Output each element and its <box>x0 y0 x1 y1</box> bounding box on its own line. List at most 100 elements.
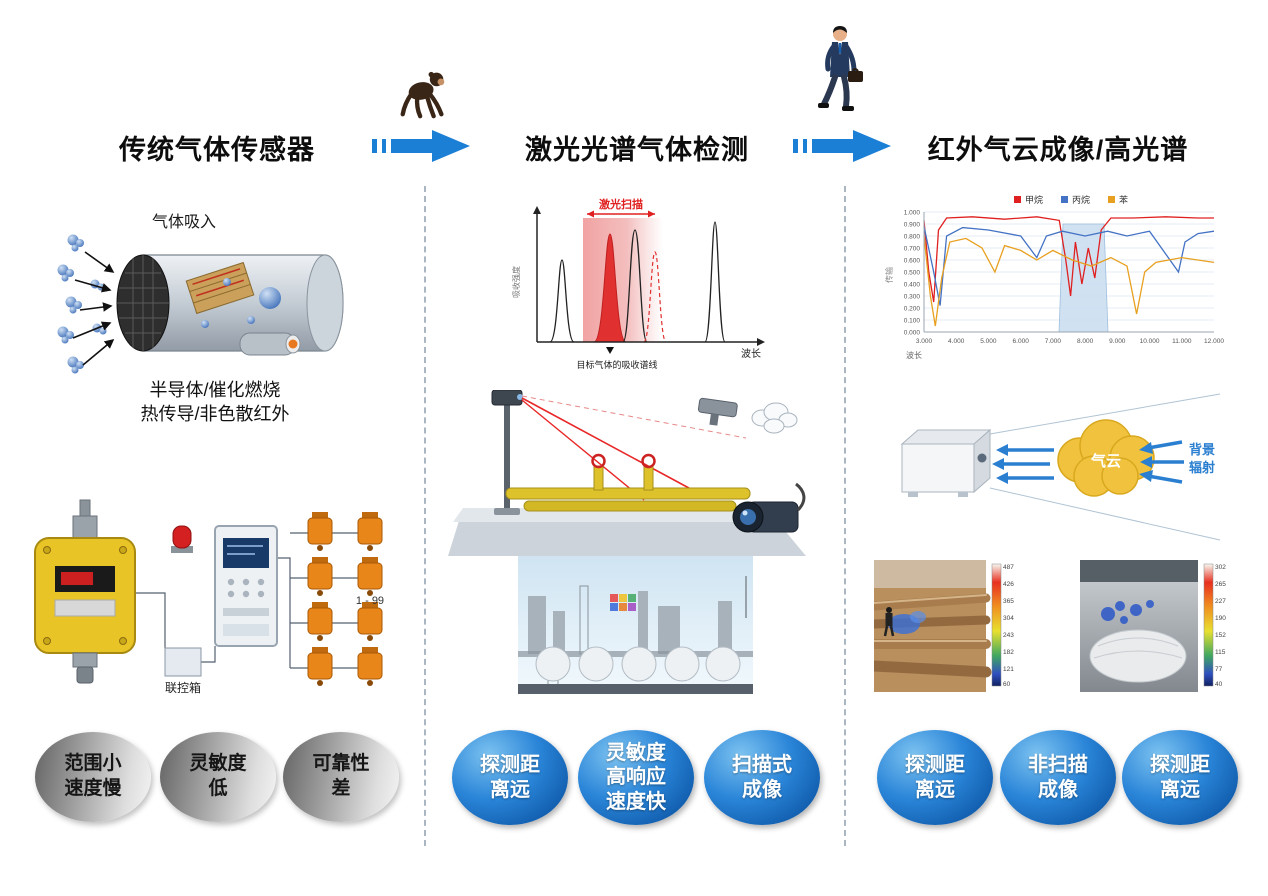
absorption-peak-3 <box>704 221 726 343</box>
laser-detection-scene <box>448 390 806 556</box>
plant-structures <box>528 576 747 655</box>
radiation-arrows-to-camera <box>992 444 1054 484</box>
fov-lines <box>989 393 1221 541</box>
businessman-icon <box>818 26 863 111</box>
column-title-infrared: 红外气云成像/高光谱 <box>927 135 1189 165</box>
laser-camera <box>732 482 806 533</box>
advantage-badge-distance-ir-2-label: 探测距 离远 <box>1150 754 1210 801</box>
limitation-badge-sensitivity: 灵敏度 低 <box>160 732 276 822</box>
spectrum-xlabel: 波长 <box>741 347 761 360</box>
sensor-mesh-grid <box>117 255 169 351</box>
spectrum-annotation: 目标气体的吸收谱线 <box>576 359 657 370</box>
thermal-image-pipes: 487 426 365 304 243 182 121 60 <box>874 560 1014 692</box>
thermal-colorbar-labels: 487 426 365 304 243 182 121 60 <box>1003 564 1014 688</box>
handheld-detector <box>697 397 798 434</box>
advantage-badge-nonscanning-label: 非扫描 成像 <box>1028 754 1088 801</box>
gas-detector-device <box>34 499 136 684</box>
gas-cloud-imaging-diagram: 气云 背景 辐射 <box>900 393 1221 541</box>
series-propane <box>923 226 1215 306</box>
worker-figure <box>883 607 895 637</box>
advantage-badge-nonscanning: 非扫描 成像 <box>1000 730 1116 825</box>
spectrum-ylabel: 吸收强度 <box>511 266 521 298</box>
limitation-badge-range-label: 范围小 速度慢 <box>64 753 122 799</box>
chart-xlabel: 波长 <box>906 350 922 360</box>
spectrum-axes <box>536 214 757 343</box>
svg-text:227: 227 <box>1215 598 1226 605</box>
svg-text:0.600: 0.600 <box>904 258 921 265</box>
svg-text:190: 190 <box>1215 615 1226 622</box>
gas-cloud-label: 气云 <box>1090 452 1121 470</box>
series-benzene <box>923 235 1215 327</box>
detector-system-illustration: 联控箱 1 - 99 <box>34 499 384 695</box>
refinery-photo <box>518 556 753 694</box>
thermal-colorbar-2 <box>1203 563 1214 687</box>
background-radiation-arrows <box>1139 440 1184 484</box>
scanned-peak-dashed <box>643 251 667 343</box>
chart-ylabel: 传输 <box>884 267 894 283</box>
advantage-badge-scanning-imaging-label: 扫描式 成像 <box>732 754 792 801</box>
svg-text:265: 265 <box>1215 581 1226 588</box>
svg-text:6.000: 6.000 <box>1013 338 1030 345</box>
svg-text:0.100: 0.100 <box>904 318 921 325</box>
limitation-badge-range: 范围小 速度慢 <box>35 732 151 822</box>
control-panel <box>214 525 278 647</box>
transmission-spectra-chart: 甲烷 丙烷 苯 1.000 0.900 0.800 0.700 0.600 0.… <box>884 194 1224 360</box>
limitation-badge-reliability-label: 可靠性 差 <box>312 753 370 799</box>
background-radiation-label-1: 背景 <box>1189 442 1215 457</box>
legend-propane: 丙烷 <box>1072 194 1090 205</box>
junction-box-label: 联控箱 <box>165 680 201 695</box>
evolution-arrow-2 <box>793 130 891 162</box>
laser-scan-arrow <box>587 210 655 218</box>
svg-text:3.000: 3.000 <box>916 338 933 345</box>
system-wiring <box>135 532 358 669</box>
svg-text:0.200: 0.200 <box>904 306 921 313</box>
laser-mast <box>491 390 523 515</box>
svg-text:304: 304 <box>1003 615 1014 622</box>
sensor-heater-element <box>239 332 301 356</box>
column-separator-1 <box>424 186 426 846</box>
sensor-chip <box>185 261 255 315</box>
svg-text:60: 60 <box>1003 681 1011 688</box>
limitation-badge-sensitivity-label: 灵敏度 低 <box>189 753 247 799</box>
thermal-colorbar <box>991 563 1002 687</box>
monkey-icon <box>400 71 445 119</box>
traditional-sensor-illustration <box>57 234 344 374</box>
svg-text:0.400: 0.400 <box>904 282 921 289</box>
color-watermark <box>610 594 636 611</box>
svg-text:12.000: 12.000 <box>1204 338 1224 345</box>
column-title-traditional: 传统气体传感器 <box>119 135 315 165</box>
advantage-badge-distance-laser: 探测距 离远 <box>452 730 568 825</box>
alarm-lamp <box>171 525 193 553</box>
chart-yticks: 1.000 0.900 0.800 0.700 0.600 0.500 0.40… <box>904 210 921 337</box>
advantage-badge-distance-ir-2: 探测距 离远 <box>1122 730 1238 825</box>
series-methane <box>923 216 1214 303</box>
detector-count-label: 1 - 99 <box>356 595 384 607</box>
infrared-camera <box>900 428 992 497</box>
advantage-badge-distance-laser-label: 探测距 离远 <box>480 754 540 801</box>
gas-plume-sketch <box>751 402 798 434</box>
legend-methane: 甲烷 <box>1025 194 1043 205</box>
gas-molecules <box>57 234 107 374</box>
svg-text:10.000: 10.000 <box>1140 338 1160 345</box>
target-marker <box>606 347 614 354</box>
svg-text:11.000: 11.000 <box>1172 338 1192 345</box>
sensor-cylinder-cap <box>306 254 344 352</box>
column-title-laser: 激光光谱气体检测 <box>525 135 749 165</box>
evolution-arrow-1 <box>372 130 470 162</box>
laser-scan-band <box>583 218 663 342</box>
advantage-badge-sensitivity-laser-label: 灵敏度 高响应 速度快 <box>606 741 666 813</box>
chart-axes <box>923 212 1214 333</box>
svg-text:365: 365 <box>1003 598 1014 605</box>
svg-text:426: 426 <box>1003 581 1014 588</box>
limitation-badge-reliability: 可靠性 差 <box>283 732 399 822</box>
svg-text:0.800: 0.800 <box>904 234 921 241</box>
legend-benzene: 苯 <box>1119 194 1128 205</box>
svg-text:152: 152 <box>1215 632 1226 639</box>
sensor-tech-text: 半导体/催化燃烧 热传导/非色散红外 <box>140 380 290 425</box>
absorption-peak-1 <box>549 259 575 343</box>
advantage-badge-scanning-imaging: 扫描式 成像 <box>704 730 820 825</box>
absorption-peak-2 <box>622 229 648 343</box>
svg-text:487: 487 <box>1003 564 1014 571</box>
storage-spheres <box>535 646 741 686</box>
advantage-badge-distance-ir-1: 探测距 离远 <box>877 730 993 825</box>
